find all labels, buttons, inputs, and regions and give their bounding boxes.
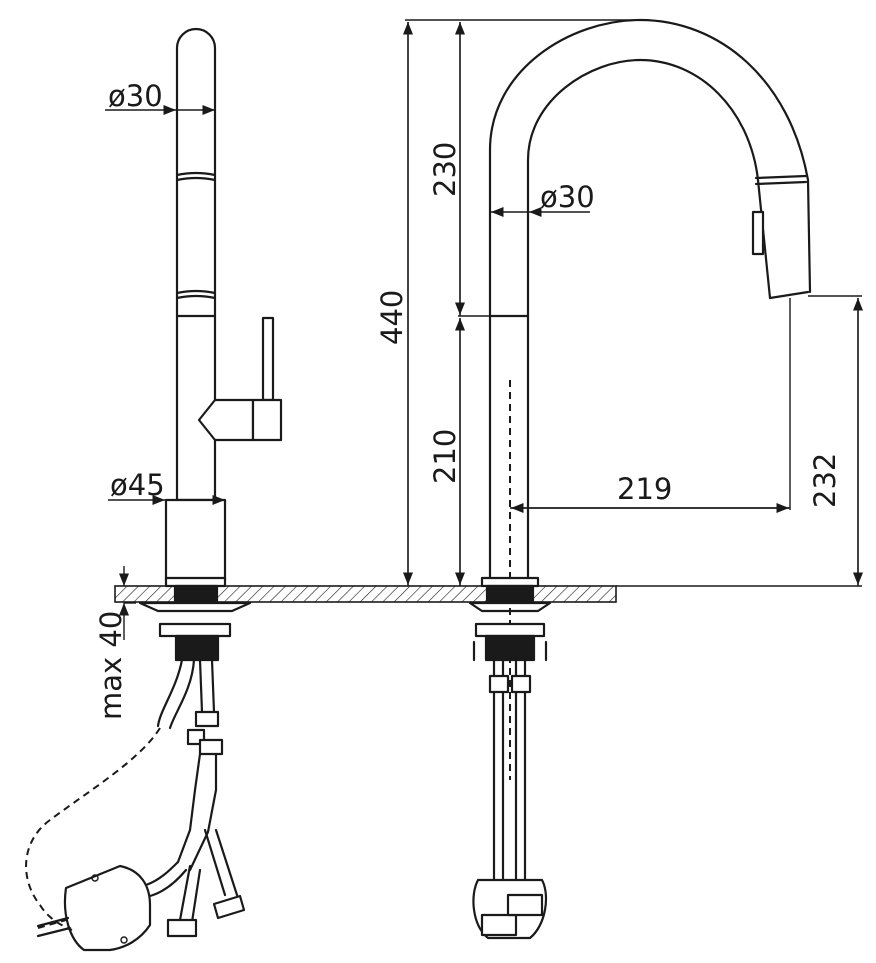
front-view-faucet [468, 18, 812, 940]
dimension-label-right-spout-diameter: ø30 [540, 180, 595, 214]
dimension-label-lower-height: 210 [428, 429, 462, 484]
dimension-label-reach: 219 [617, 472, 672, 506]
dimension-right-spout-diameter: ø30 [491, 180, 595, 218]
dimension-label-upper-height: 230 [428, 142, 462, 197]
front-view-gooseneck [488, 18, 812, 580]
dimension-label-outlet-height: 232 [808, 453, 842, 508]
dimension-mounting-thickness: max 40 [94, 566, 136, 720]
dimension-left-spout-diameter: ø30 [105, 79, 215, 116]
side-view-handle [197, 316, 283, 442]
dimension-upper-height: 230 [428, 22, 466, 316]
dimension-label-total-height: 440 [375, 290, 409, 345]
dimension-reach: 219 [510, 298, 791, 514]
front-view-spray-head [751, 174, 810, 300]
dimension-label-base-diameter: ø45 [110, 468, 165, 502]
dimension-total-height: 440 [375, 19, 640, 586]
dimension-label-mounting-thickness: max 40 [94, 611, 128, 720]
dimension-outlet-height: 232 [616, 295, 864, 587]
dimension-left-base-diameter: ø45 [108, 468, 225, 506]
dimension-lower-height: 210 [428, 315, 490, 586]
hose-weight [63, 864, 152, 952]
dimension-label-spout-diameter: ø30 [108, 79, 163, 113]
side-view-spout [175, 27, 217, 502]
side-view-faucet [25, 27, 283, 952]
